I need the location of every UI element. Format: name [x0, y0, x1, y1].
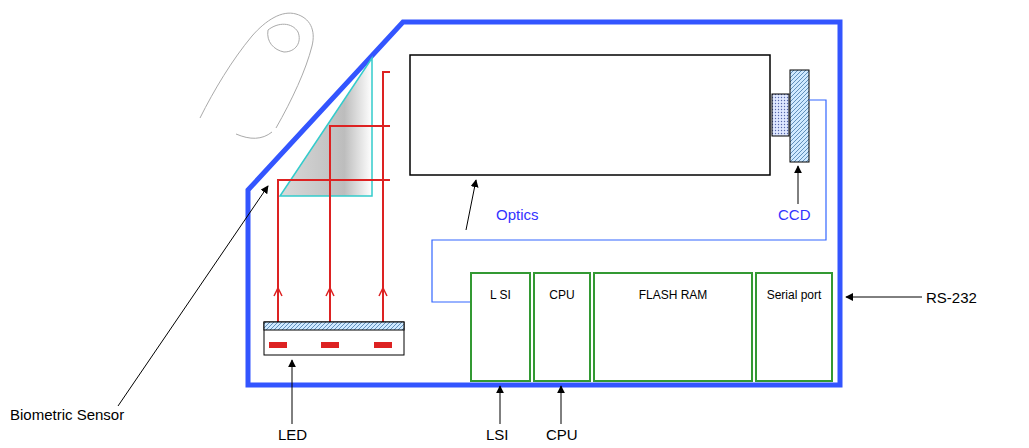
led-array — [264, 322, 404, 355]
chip-box: L SI — [470, 272, 531, 382]
chip-box: CPU — [533, 272, 591, 382]
part-label: LSI — [486, 426, 509, 443]
chip-label: CPU — [546, 288, 577, 302]
part-label: CCD — [778, 206, 811, 223]
chip-label: FLASH RAM — [636, 288, 711, 302]
optics-tube — [410, 55, 770, 175]
signal-name: RS-232 — [926, 289, 977, 306]
part-label: Optics — [496, 206, 539, 223]
part-label: CPU — [546, 426, 578, 443]
part-label: LED — [278, 426, 307, 443]
housing-outline — [248, 22, 840, 385]
ccd-filter — [772, 94, 789, 136]
ccd-sensor — [790, 70, 809, 162]
light-rays — [274, 72, 390, 342]
chip-box: FLASH RAM — [593, 272, 753, 382]
chip-box: Serial port — [755, 272, 833, 382]
chip-label: L SI — [487, 288, 514, 302]
part-label: Biometric Sensor — [10, 406, 124, 423]
leader-lines — [118, 166, 922, 424]
finger-sketch — [200, 13, 313, 138]
chip-label: Serial port — [764, 288, 825, 302]
